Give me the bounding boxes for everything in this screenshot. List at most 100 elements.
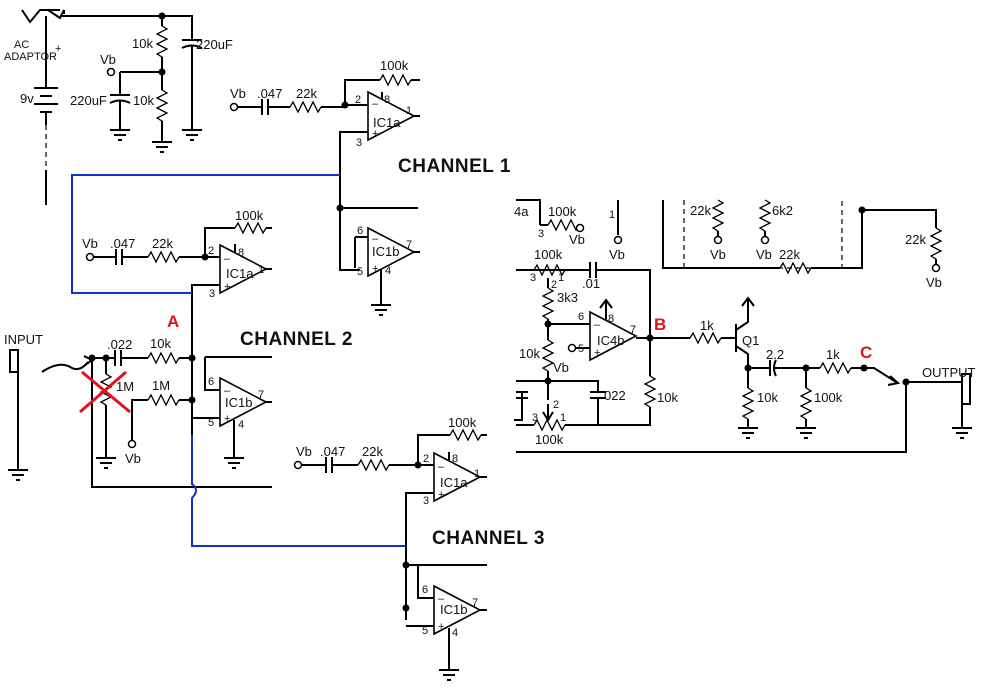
r6k2-label: 6k2 (772, 203, 793, 218)
vb-terminal (106, 67, 116, 77)
svg-text:–: – (438, 461, 445, 473)
svg-text:3: 3 (423, 495, 429, 507)
ch3-vb-label: Vb (296, 444, 312, 459)
r3k3 (541, 287, 555, 320)
ch1-vb-label: Vb (230, 86, 246, 101)
pot-bottom-label: 100k (535, 432, 564, 447)
svg-text:2: 2 (551, 279, 557, 291)
svg-text:2: 2 (208, 245, 214, 257)
input-stage: INPUT .022 10k 1M Vb 1M A (4, 312, 272, 488)
ch3-cap-label: .047 (320, 444, 345, 459)
r10k-emitter (741, 387, 755, 420)
r1k-base-label: 1k (700, 318, 714, 333)
svg-text:5: 5 (422, 625, 428, 637)
svg-text:+: + (224, 413, 230, 425)
ic4b-label: IC4b (597, 333, 624, 348)
point-a-label: A (167, 312, 179, 331)
r100k-out-label: 100k (814, 390, 843, 405)
r100k-top-label: 100k (548, 204, 577, 219)
r10k-em-label: 10k (757, 390, 778, 405)
top-vb-label: Vb (569, 232, 585, 247)
c01-label: .01 (582, 276, 600, 291)
r22k-right-label: 22k (905, 232, 926, 247)
svg-text:8: 8 (452, 453, 458, 465)
svg-text:1: 1 (609, 209, 615, 221)
q1-transistor (721, 324, 737, 352)
r22k-right (929, 227, 943, 260)
svg-text:4: 4 (238, 419, 244, 431)
ch3-ic-a-label: IC1a (440, 475, 468, 490)
r100k-out (799, 387, 813, 420)
svg-text:4: 4 (452, 627, 458, 639)
bias-vb-label: Vb (553, 360, 569, 375)
output-stage: 4a 100k Vb 3 1 Vb 100k 3 1 2 .01 3k3 IC4… (514, 199, 976, 453)
svg-text:–: – (372, 98, 379, 110)
ch2-feedback-resistor (234, 221, 267, 235)
c022-label: 022 (604, 388, 626, 403)
svg-text:3: 3 (538, 228, 544, 240)
r100k-top (547, 218, 580, 232)
ch2-ic-a-label: IC1a (226, 266, 254, 281)
vb-label: Vb (100, 52, 116, 67)
svg-text:6: 6 (208, 376, 214, 388)
output-label: OUTPUT (922, 365, 976, 380)
ch1-input-resistor (289, 100, 322, 114)
svg-text:5: 5 (208, 417, 214, 429)
ch2-rfb-label: 100k (235, 208, 264, 223)
svg-text:1: 1 (258, 264, 264, 276)
ch1-ic-b-label: IC1b (372, 244, 399, 259)
channel-2-title: CHANNEL 2 (240, 329, 353, 350)
ac-adaptor-jack (21, 9, 65, 24)
ch3-opamp-a (433, 451, 482, 503)
input-bias-label: 1M (116, 379, 134, 394)
pot-top-label: 100k (534, 247, 563, 262)
svg-text:+: + (372, 263, 378, 275)
ch1-ic-a-label: IC1a (373, 115, 401, 130)
point-c-label: C (860, 343, 872, 362)
ch1-opamp-a (367, 90, 416, 142)
ch1-rin-label: 22k (296, 86, 317, 101)
r3k3-label: 3k3 (557, 290, 578, 305)
ch3-rin-label: 22k (362, 444, 383, 459)
vb-cap-label: 220uF (70, 93, 107, 108)
svg-text:+: + (224, 281, 230, 293)
svg-text:8: 8 (608, 313, 614, 325)
svg-text:3: 3 (530, 272, 536, 284)
input-jack (9, 349, 19, 373)
blue-link-ch1 (71, 174, 340, 294)
svg-text:5: 5 (357, 266, 363, 278)
input-jack-tip (41, 361, 89, 373)
main-cap-label: 220uF (196, 37, 233, 52)
point-b-label: B (654, 315, 666, 334)
svg-text:2: 2 (423, 453, 429, 465)
input-feed-resistor (147, 393, 180, 407)
r10k-bias-label: 10k (519, 346, 540, 361)
svg-text:1: 1 (406, 105, 412, 117)
svg-text:3: 3 (356, 137, 362, 149)
svg-text:7: 7 (406, 239, 412, 251)
svg-text:6: 6 (578, 311, 584, 323)
vb-label-3: Vb (710, 247, 726, 262)
blue-link-ch3 (191, 435, 406, 547)
r22k-a-label: 22k (690, 203, 711, 218)
divider-top-label: 10k (132, 36, 153, 51)
svg-text:–: – (438, 593, 445, 605)
r22k-b (779, 261, 812, 275)
ch3-opamp-b (433, 584, 482, 636)
r1k-out (819, 361, 852, 375)
svg-text:7: 7 (258, 389, 264, 401)
ch2-cap-label: .047 (110, 236, 135, 251)
r6k2 (758, 199, 772, 232)
input-cap-label: .022 (107, 337, 132, 352)
r1k-out-label: 1k (826, 347, 840, 362)
channel-2: Vb .047 22k 100k IC1a – + 2 8 3 1 IC1b –… (82, 208, 353, 485)
svg-text:2: 2 (355, 94, 361, 106)
ch1-rfb-label: 100k (380, 58, 409, 73)
svg-text:6: 6 (357, 225, 363, 237)
svg-text:1: 1 (474, 468, 480, 480)
ic4b-opamp (589, 310, 638, 362)
svg-text:7: 7 (630, 324, 636, 336)
